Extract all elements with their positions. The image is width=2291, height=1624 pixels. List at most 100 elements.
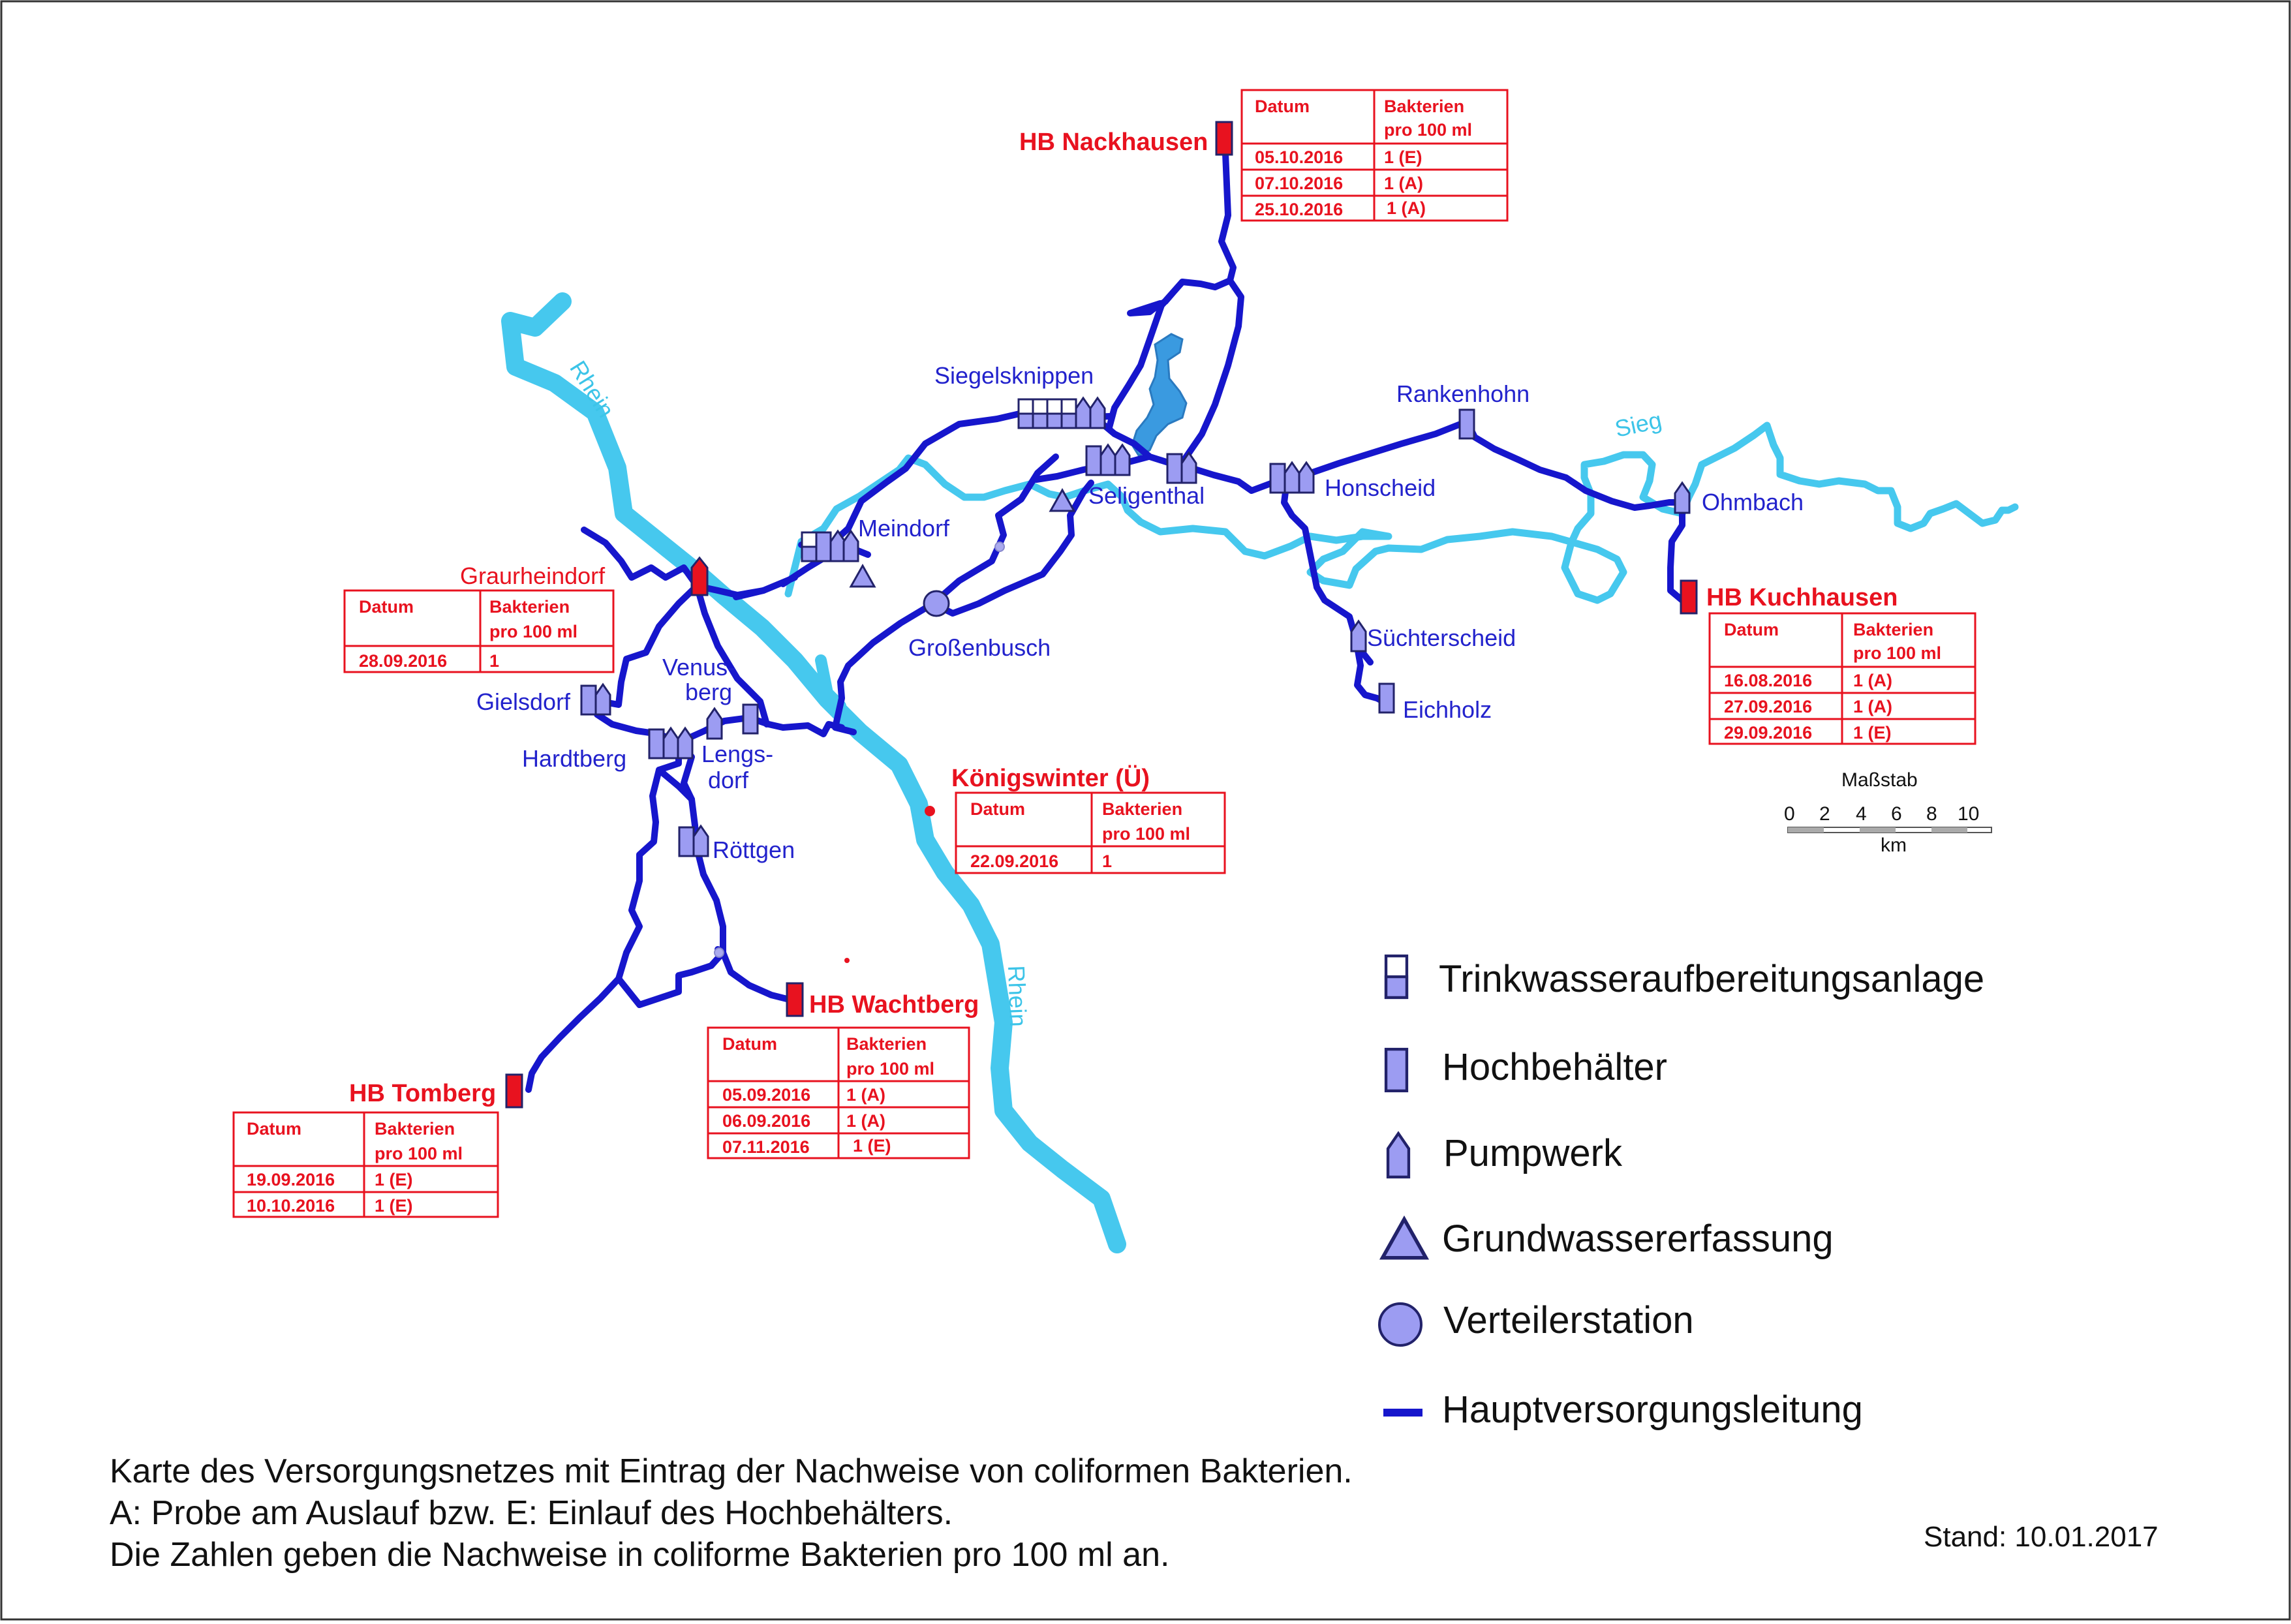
label-roettgen: Röttgen (713, 836, 795, 863)
legend-groundwater: Grundwassererfassung (1442, 1218, 1834, 1260)
scale-bar: Maßstab 0 2 4 6 8 10 km (1784, 769, 1992, 856)
table-wachtberg: Datum Bakterien pro 100 ml 05.09.2016 1 … (707, 1026, 970, 1159)
groundwater-icon (1383, 1219, 1426, 1258)
label-eichholz: Eichholz (1403, 696, 1492, 723)
cell-value: 1 (E) (853, 1136, 891, 1156)
caption-line-3: Die Zahlen geben die Nachweise in colifo… (110, 1536, 1169, 1574)
cell-value: 1 (A) (1384, 174, 1423, 193)
label-meindorf: Meindorf (858, 515, 950, 542)
label-koenigswinter: Königswinter (Ü) (951, 764, 1150, 792)
reservoir-lake (1131, 333, 1188, 457)
rhein-river (501, 292, 1126, 1253)
junction-dot (994, 542, 1005, 552)
cell-value: 1 (E) (375, 1170, 413, 1189)
cell-date: 10.10.2016 (247, 1196, 335, 1216)
table-graurheindorf: Datum Bakterien pro 100 ml 28.09.2016 1 (343, 589, 615, 673)
cell-date: 29.09.2016 (1724, 723, 1812, 743)
header-datum: Datum (1724, 620, 1779, 639)
rhein-label-south: Rhein (1003, 965, 1032, 1027)
header-bakterien: Bakterien (375, 1119, 455, 1139)
header-datum: Datum (247, 1119, 301, 1139)
caption: Karte des Versorgungsnetzes mit Eintrag … (110, 1452, 2159, 1574)
facility-symbols (505, 121, 1698, 1109)
koenigswinter-point (925, 806, 935, 816)
cell-date: 05.09.2016 (722, 1085, 810, 1105)
label-suechterscheid: Süchterscheid (1367, 624, 1516, 651)
header-datum: Datum (1255, 97, 1310, 116)
cell-date: 27.09.2016 (1724, 697, 1812, 716)
table-koenigswinter: Datum Bakterien pro 100 ml 22.09.2016 1 (955, 791, 1226, 874)
cell-date: 07.10.2016 (1255, 174, 1343, 193)
legend: Trinkwasseraufbereitungsanlage Hochbehäl… (1378, 956, 1984, 1431)
caption-line-1: Karte des Versorgungsnetzes mit Eintrag … (110, 1452, 1353, 1490)
cell-value: 1 (E) (375, 1196, 413, 1216)
header-pro-100ml: pro 100 ml (1384, 120, 1472, 140)
tank-icon (1386, 1049, 1407, 1091)
scale-tick-label: 2 (1819, 803, 1830, 825)
cell-value: 1 (A) (1853, 671, 1892, 690)
label-venusberg-2: berg (685, 679, 732, 705)
label-honscheid: Honscheid (1325, 474, 1436, 501)
header-bakterien: Bakterien (489, 597, 570, 617)
cell-date: 28.09.2016 (359, 651, 447, 671)
cell-date: 07.11.2016 (722, 1137, 810, 1157)
distribution-icon (1378, 1302, 1422, 1347)
scale-unit: km (1881, 835, 1907, 856)
scale-tick-label: 10 (1958, 803, 1979, 825)
label-gielsdorf: Gielsdorf (476, 688, 571, 715)
label-graurheindorf: Graurheindorf (460, 562, 606, 589)
label-grossenbusch: Großenbusch (908, 634, 1051, 661)
label-lengsdorf-1: Lengs- (701, 741, 773, 767)
label-seligenthal: Seligenthal (1088, 482, 1205, 509)
stand-date: Stand: 10.01.2017 (1924, 1521, 2159, 1553)
header-bakterien: Bakterien (1102, 799, 1182, 819)
junction-dot (714, 947, 724, 958)
pump-icon (1388, 1133, 1409, 1177)
treatment-plant-icon (1386, 956, 1407, 998)
label-ohmbach: Ohmbach (1702, 489, 1804, 515)
label-hb-tomberg: HB Tomberg (349, 1080, 496, 1107)
header-datum: Datum (970, 799, 1025, 819)
cell-value: 1 (489, 651, 499, 671)
header-bakterien: Bakterien (1384, 97, 1464, 116)
scale-title: Maßstab (1841, 769, 1918, 791)
legend-treatment: Trinkwasseraufbereitungsanlage (1439, 958, 1984, 1000)
scale-tick-label: 8 (1926, 803, 1937, 825)
label-lengsdorf-2: dorf (708, 767, 749, 793)
scale-tick-label: 6 (1891, 803, 1902, 825)
label-venusberg-1: Venus- (662, 654, 735, 681)
main-supply-pipes (525, 150, 1690, 1093)
cell-date: 16.08.2016 (1724, 671, 1812, 690)
label-hb-kuchhausen: HB Kuchhausen (1706, 584, 1898, 611)
sieg-label: Sieg (1612, 406, 1664, 442)
label-hb-nackhausen: HB Nackhausen (1019, 129, 1208, 156)
label-rankenhohn: Rankenhohn (1396, 380, 1530, 407)
cell-date: 22.09.2016 (970, 851, 1058, 871)
legend-mainline: Hauptversorgungsleitung (1442, 1388, 1863, 1431)
header-pro-100ml: pro 100 ml (1102, 824, 1190, 844)
label-siegelsknippen: Siegelsknippen (934, 362, 1094, 389)
header-datum: Datum (359, 597, 414, 617)
cell-value: 1 (1102, 851, 1112, 871)
table-tomberg: Datum Bakterien pro 100 ml 19.09.2016 1 … (232, 1111, 499, 1218)
legend-tank: Hochbehälter (1442, 1046, 1667, 1088)
header-datum: Datum (722, 1034, 777, 1054)
header-pro-100ml: pro 100 ml (375, 1144, 463, 1163)
header-bakterien: Bakterien (846, 1034, 927, 1054)
cell-date: 25.10.2016 (1255, 200, 1343, 219)
caption-line-2: A: Probe am Auslauf bzw. E: Einlauf des … (110, 1494, 953, 1532)
cell-date: 05.10.2016 (1255, 147, 1343, 167)
header-pro-100ml: pro 100 ml (846, 1059, 934, 1079)
scale-tick-label: 4 (1856, 803, 1867, 825)
scale-tick-label: 0 (1784, 803, 1795, 825)
label-hardtberg: Hardtberg (522, 745, 626, 772)
cell-value: 1 (A) (1387, 198, 1426, 218)
legend-distribution: Verteilerstation (1443, 1299, 1694, 1341)
cell-value: 1 (A) (1853, 697, 1892, 716)
legend-pump: Pumpwerk (1443, 1132, 1623, 1174)
header-pro-100ml: pro 100 ml (1853, 643, 1941, 663)
table-nackhausen: Datum Bakterien pro 100 ml 05.10.2016 1 … (1240, 89, 1509, 222)
